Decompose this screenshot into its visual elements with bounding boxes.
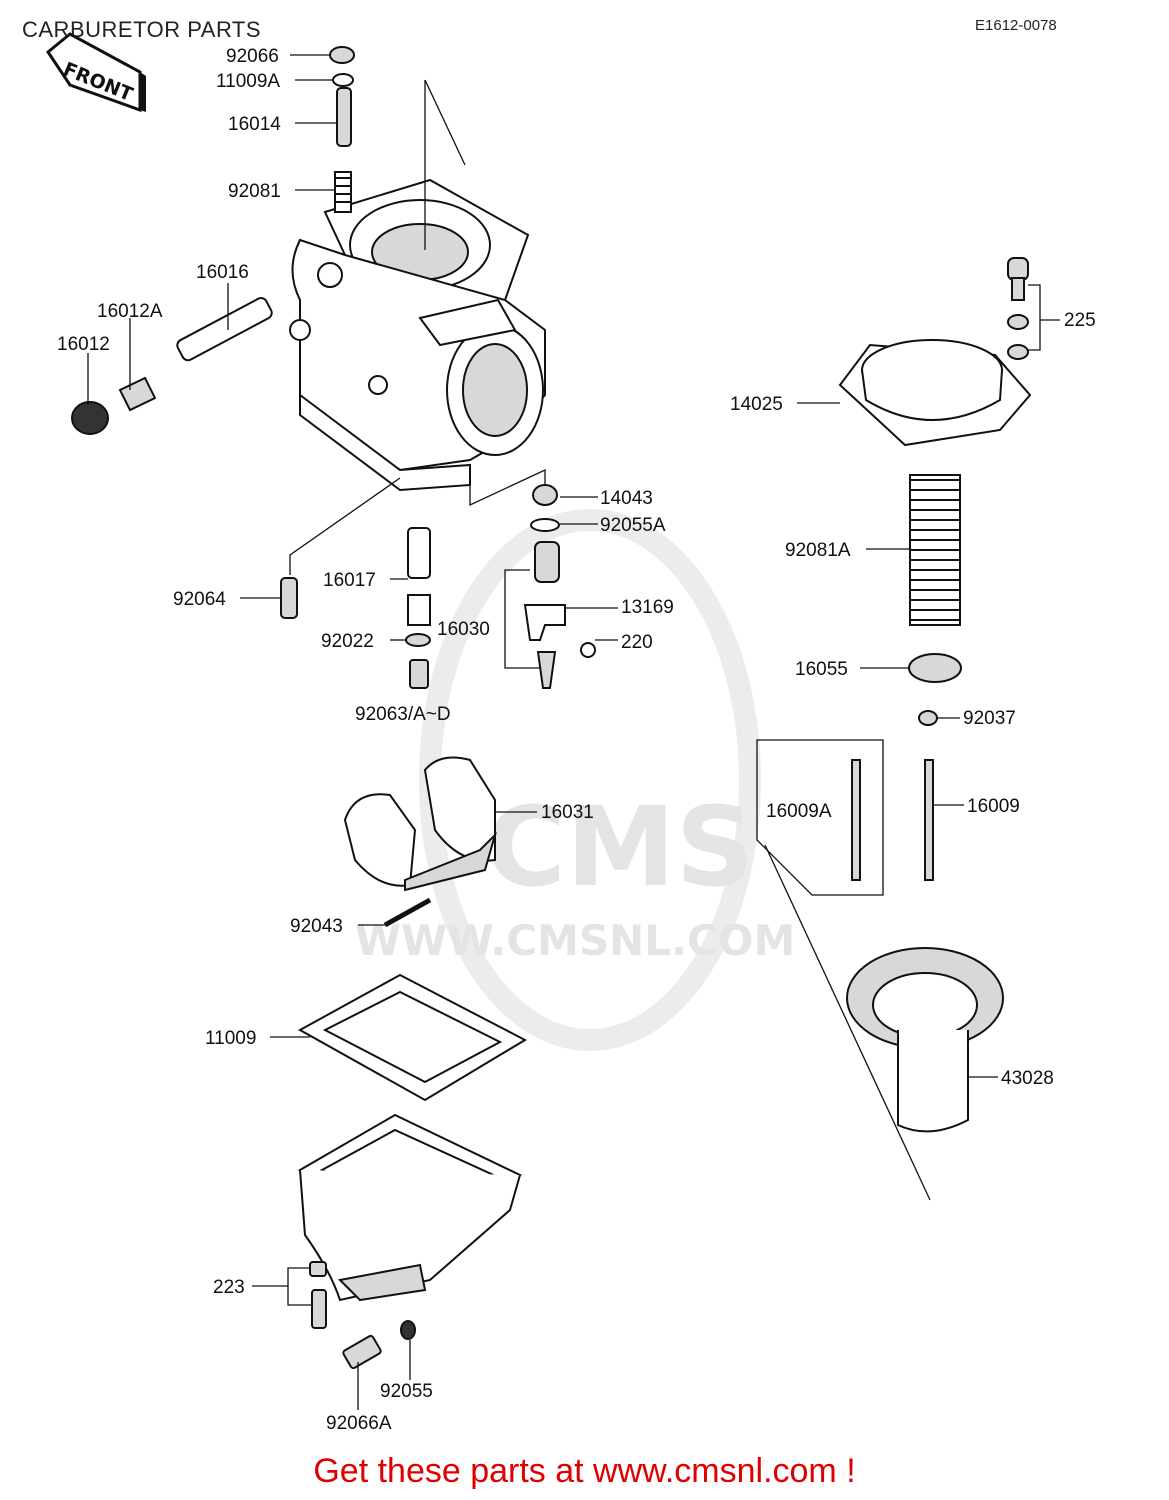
part-label-14025: 14025: [730, 394, 783, 415]
part-label-92066A: 92066A: [326, 1413, 392, 1434]
part-label-223: 223: [213, 1277, 245, 1298]
part-label-16017: 16017: [323, 570, 376, 591]
footer-promo-link[interactable]: Get these parts at www.cmsnl.com !: [313, 1452, 856, 1490]
part-label-16031: 16031: [541, 802, 594, 823]
gasket: [297, 973, 528, 1102]
watermark-url: WWW.CMSNL.COM: [355, 916, 796, 965]
part-label-225: 225: [1064, 310, 1096, 331]
part-label-14043: 14043: [600, 488, 653, 509]
diagram-code: E1612-0078: [975, 17, 1057, 34]
part-label-92064: 92064: [173, 589, 226, 610]
screw-part: [336, 87, 352, 147]
part-label-11009: 11009: [205, 1028, 256, 1049]
float-bowl: [297, 1113, 523, 1302]
top-cap: [838, 339, 1032, 447]
exploded-parts-diagram: CMS WWW.CMSNL.COM CARBURETOR PARTS E1612…: [22, 17, 1096, 1434]
float-assembly: [343, 756, 498, 892]
part-label-92081: 92081: [228, 181, 281, 202]
part-label-92055: 92055: [380, 1381, 433, 1402]
front-arrow-icon: FRONT: [45, 32, 146, 113]
part-label-220: 220: [621, 632, 653, 653]
part-label-16012: 16012: [57, 334, 110, 355]
part-label-16009: 16009: [967, 796, 1020, 817]
part-labels: 92066 11009A 16014 92081 16016 16012A 16…: [57, 46, 1096, 1434]
part-label-16012A: 16012A: [97, 301, 163, 322]
needle-kit-box: [756, 739, 884, 896]
part-label-16030: 16030: [437, 619, 490, 640]
part-label-16055: 16055: [795, 659, 848, 680]
part-label-92037: 92037: [963, 708, 1016, 729]
page-title: CARBURETOR PARTS: [22, 17, 261, 42]
o-ring-part: [332, 73, 354, 87]
part-label-92022: 92022: [321, 631, 374, 652]
spring: [909, 474, 961, 626]
carburetor-body: [289, 178, 546, 492]
part-label-13169: 13169: [621, 597, 674, 618]
plug-part: [71, 401, 109, 435]
part-label-92081A: 92081A: [785, 540, 851, 561]
part-label-92066: 92066: [226, 46, 279, 67]
part-label-92043: 92043: [290, 916, 343, 937]
part-label-43028: 43028: [1001, 1068, 1054, 1089]
watermark: CMS WWW.CMSNL.COM: [355, 509, 796, 1051]
part-label-16009A: 16009A: [766, 801, 832, 822]
part-label-92063: 92063/A~D: [355, 704, 451, 725]
cap-part: [329, 46, 355, 64]
watermark-brand: CMS: [485, 783, 754, 911]
part-label-16014: 16014: [228, 114, 281, 135]
part-label-16016: 16016: [196, 262, 249, 283]
part-label-11009A: 11009A: [216, 71, 280, 92]
part-label-92055A: 92055A: [600, 515, 666, 536]
diaphragm-piston: [846, 947, 1004, 1133]
